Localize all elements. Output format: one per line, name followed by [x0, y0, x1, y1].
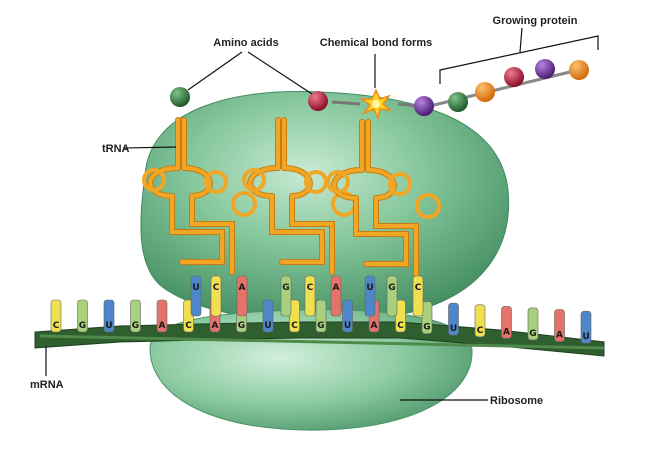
- codon-letter: C: [307, 283, 314, 293]
- mrna-base-17: C: [474, 304, 486, 338]
- codon-letter: G: [388, 283, 395, 293]
- codon-letter: C: [213, 283, 220, 293]
- trna-group: [142, 117, 441, 277]
- label-ribosome: Ribosome: [490, 395, 543, 407]
- label-mrna: mRNA: [30, 379, 64, 391]
- mrna-base-15: G: [421, 301, 433, 334]
- mrna-letter: G: [529, 329, 536, 339]
- mrna-letter: A: [503, 327, 510, 337]
- mrna-base-20: A: [554, 309, 565, 342]
- mrna-base-14: C: [395, 299, 406, 333]
- mrna-base-21: U: [580, 310, 592, 344]
- mrna-base-12: U: [342, 299, 353, 333]
- codon-letter: U: [192, 283, 199, 293]
- codon-base-3: A: [236, 275, 248, 317]
- mrna-base-11: G: [315, 299, 327, 333]
- codon-base-6: A: [330, 275, 342, 317]
- leader-lines: [45, 27, 599, 401]
- label-chemical-bond: Chemical bond forms: [320, 37, 432, 49]
- codon-base-4: G: [280, 275, 292, 317]
- codon-base-9: C: [412, 275, 424, 317]
- mrna-letter: U: [582, 332, 589, 342]
- mrna-letter: C: [53, 321, 60, 331]
- mrna-letter: U: [264, 321, 271, 331]
- codon-base-8: G: [386, 275, 398, 317]
- codon-letter: A: [333, 283, 340, 293]
- codon-base-5: C: [304, 275, 316, 317]
- mrna-base-1: C: [50, 299, 62, 333]
- mrna-letter: G: [423, 323, 430, 333]
- mrna-letter: C: [185, 321, 192, 331]
- mrna-letter: C: [397, 321, 404, 331]
- protein-amino-purple-1: [414, 96, 434, 116]
- codon-letter: C: [415, 283, 422, 293]
- protein-amino-orange-1: [475, 82, 495, 102]
- mrna-letter: U: [450, 324, 457, 334]
- trna-molecule-1: [142, 117, 257, 275]
- codon-base-1: U: [190, 275, 202, 317]
- mrna-letter: A: [556, 331, 563, 341]
- mrna-letter: U: [105, 321, 112, 331]
- mrna-base-5: A: [156, 299, 168, 333]
- mrna-letter: A: [212, 321, 219, 331]
- amino-acid-red: [308, 91, 328, 111]
- mrna-base-9: U: [262, 299, 274, 333]
- codon-base-7: U: [364, 275, 376, 317]
- mrna-letter: G: [79, 321, 86, 331]
- trna-molecule-3: [326, 119, 441, 277]
- protein-amino-red: [504, 67, 524, 87]
- mrna-base-4: G: [130, 299, 141, 333]
- codon-letter: A: [239, 283, 246, 293]
- label-growing-protein: Growing protein: [493, 15, 578, 27]
- mrna-letter: U: [344, 321, 351, 331]
- mrna-letter: C: [291, 321, 298, 331]
- codon-base-2: C: [210, 275, 222, 317]
- mrna-letter: G: [132, 321, 139, 331]
- amino-acid-green: [170, 87, 190, 107]
- mrna-letter: C: [477, 326, 484, 336]
- mrna-base-18: A: [501, 306, 512, 339]
- label-trna: tRNA: [102, 143, 130, 155]
- codon-letter: G: [282, 283, 289, 293]
- codon-letter: U: [366, 283, 373, 293]
- chemical-bond-flash-icon: [359, 88, 393, 121]
- mrna-letter: G: [238, 321, 245, 331]
- mrna-base-19: G: [527, 307, 539, 341]
- protein-amino-orange-2: [569, 60, 589, 80]
- protein-amino-purple-2: [535, 59, 555, 79]
- protein-amino-green: [448, 92, 468, 112]
- mrna-base-16: U: [448, 302, 459, 336]
- label-amino-acids: Amino acids: [213, 37, 278, 49]
- mrna-base-2: G: [77, 299, 88, 333]
- mrna-letter: A: [159, 321, 166, 331]
- mrna-strand: [34, 321, 605, 357]
- mrna-letter: A: [371, 321, 378, 331]
- mrna-base-3: U: [103, 299, 115, 333]
- mrna-letter: G: [317, 321, 324, 331]
